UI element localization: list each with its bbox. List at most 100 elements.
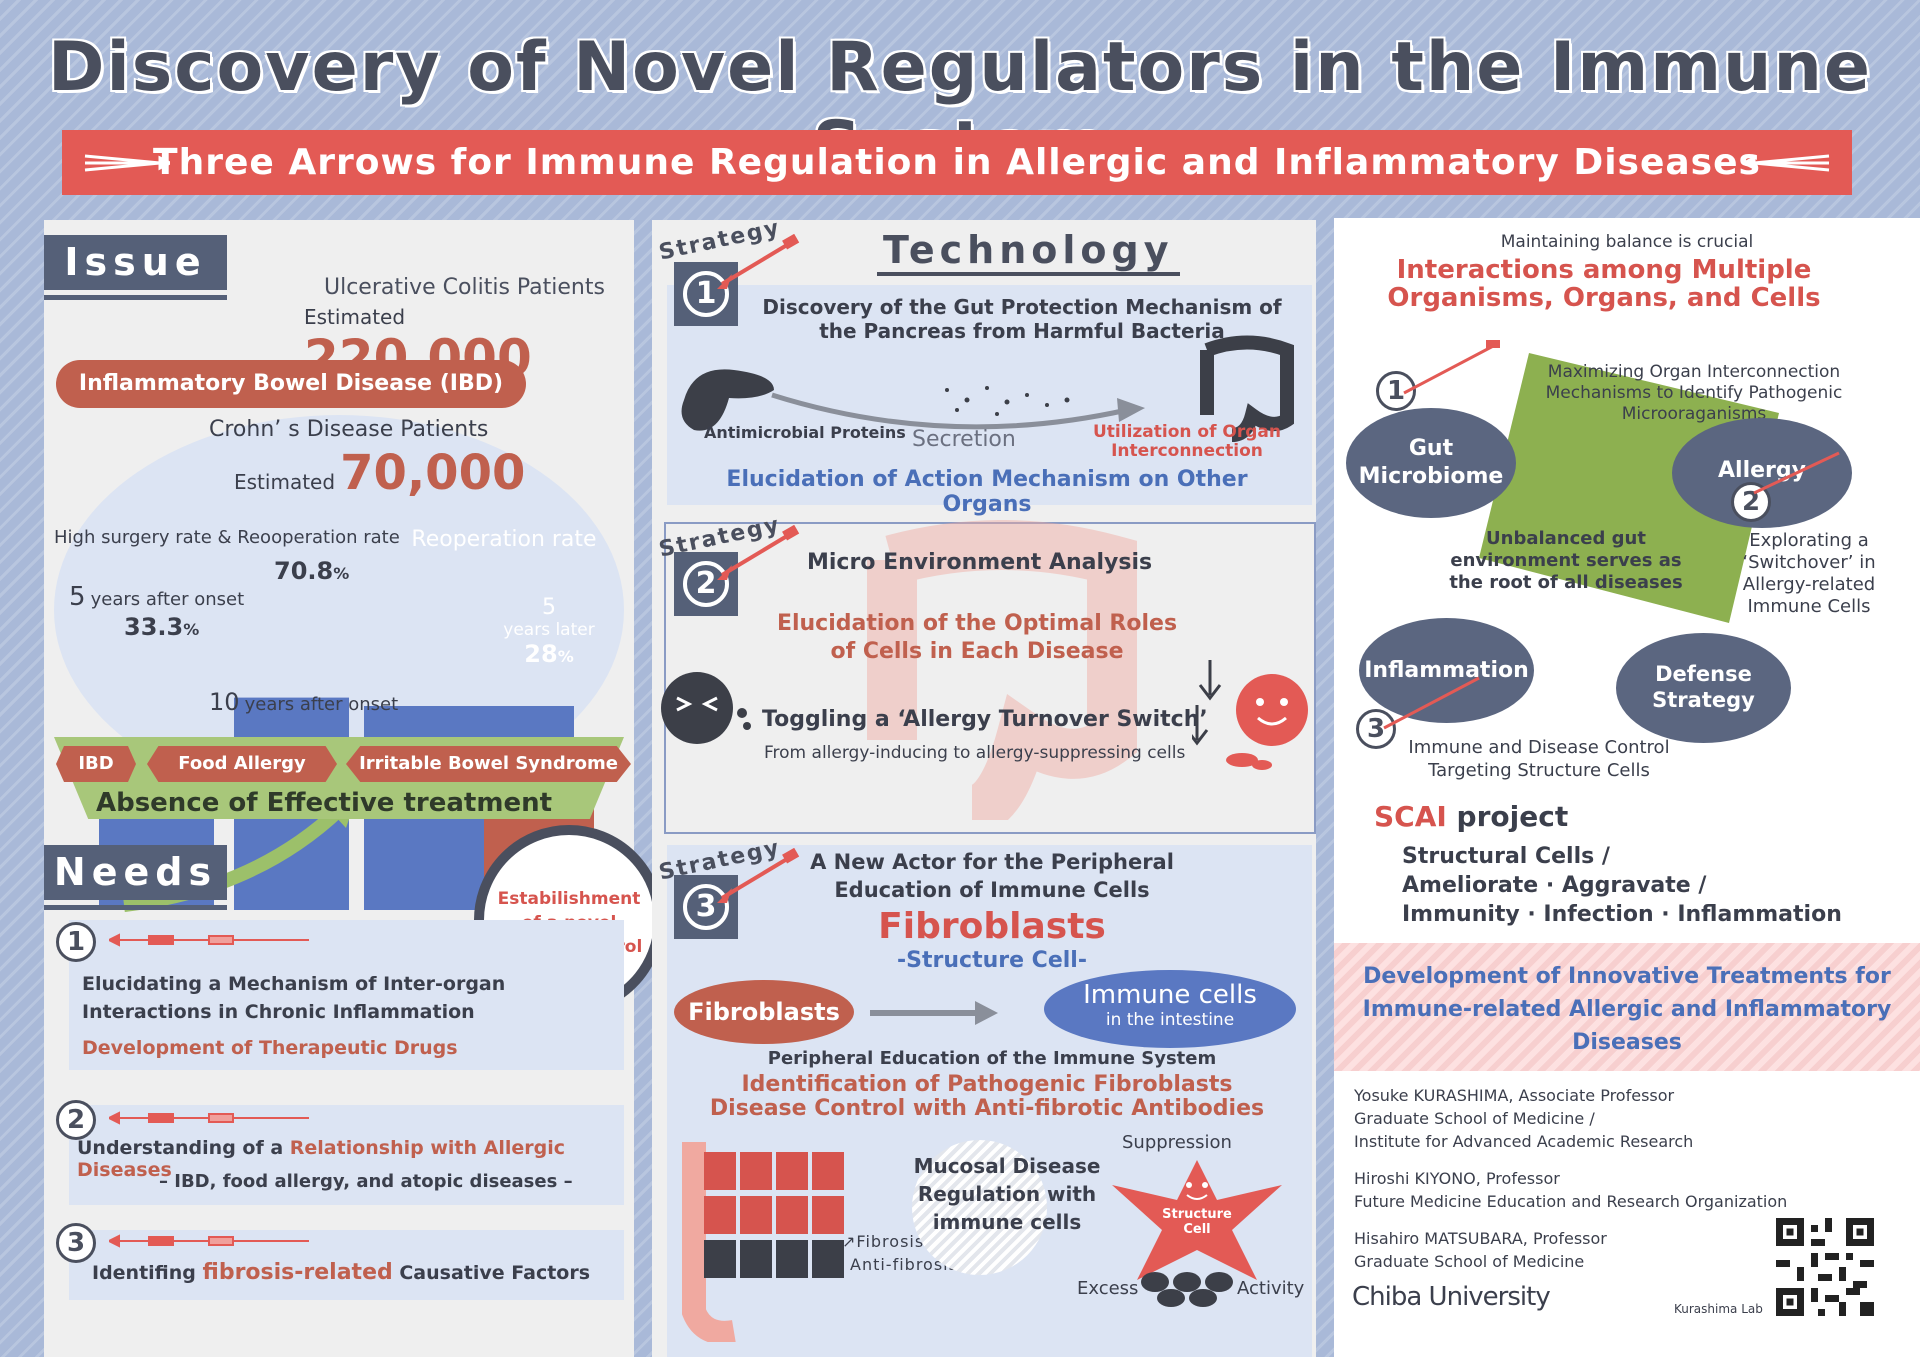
author-3-aff1: Graduate School of Medicine — [1354, 1252, 1585, 1271]
author-1-name: Yosuke KURASHIMA, Associate Professor — [1354, 1086, 1675, 1105]
strategy-2-number: 2 — [683, 561, 729, 607]
elucidation-label: Elucidation of Action Mechanism on Other… — [726, 467, 1248, 517]
strategy-1-number: 1 — [683, 271, 729, 317]
chip-ibs: Irritable Bowel Syndrome — [346, 746, 631, 782]
need-2-number: 2 — [56, 1100, 96, 1140]
reop-5-label: 5 years later 28% — [494, 595, 604, 668]
arrows-icon — [109, 1111, 309, 1125]
strategy-2-badge: 2 — [674, 552, 738, 616]
technology-panel: Technology Strategy 1 Discovery of the G… — [652, 215, 1316, 1357]
issue-needs-panel: Issue Ulcerative Colitis Patients Estima… — [44, 220, 664, 1357]
scai-acronym: Structural Cells / Ameliorate · Aggravat… — [1402, 842, 1842, 929]
in-intestine-label: in the intestine — [1105, 1010, 1235, 1030]
fibrosis-label: ↗Fibrosis — [842, 1232, 925, 1251]
need-1-text: Elucidating a Mechanism of Inter-organ I… — [82, 970, 505, 1062]
crohn-number: 70,000 — [340, 445, 526, 501]
uc-label: Ulcerative Colitis Patients — [324, 275, 605, 300]
crohn-count: Estimated 70,000 — [234, 445, 525, 501]
ten-num: 10 — [209, 688, 240, 716]
suppression-label: Suppression — [1122, 1132, 1232, 1153]
need-3-pre: Identifing — [92, 1262, 203, 1284]
micro-env-label: Micro Environment Analysis — [807, 550, 1153, 575]
arrow-icon — [1383, 676, 1480, 730]
control-label: Disease Control with Anti-fibrotic Antib… — [709, 1096, 1265, 1121]
need-1-line3: Development of Therapeutic Drugs — [82, 1037, 458, 1059]
optimal-roles-label: Elucidation of the Optimal Roles of Cell… — [776, 611, 1178, 664]
new-actor-label: A New Actor for the Peripheral Education… — [810, 850, 1174, 902]
need-3-post: Causative Factors — [392, 1262, 591, 1284]
inflammation-node: Inflammation — [1359, 618, 1534, 723]
arrow-icon — [717, 234, 800, 289]
fibroblasts-pill: Fibroblasts — [674, 980, 854, 1044]
estimated-label: Estimated — [304, 305, 406, 329]
defense-label: Defense Strategy — [1652, 662, 1755, 712]
university-name: Chiba University — [1352, 1282, 1551, 1312]
need-3-text: Identifing fibrosis-related Causative Fa… — [92, 1260, 590, 1285]
author-1-aff1: Graduate School of Medicine / — [1354, 1109, 1595, 1128]
interactions-panel: Maintaining balance is crucial Interacti… — [1334, 218, 1920, 1357]
green-square-icon — [1479, 353, 1779, 623]
reop-text: years later — [503, 620, 595, 640]
five-num: 5 — [69, 582, 86, 612]
structure-cell-star-label: Structure Cell — [1162, 1207, 1232, 1237]
pct-unit: % — [183, 620, 200, 639]
arrows-icon — [1744, 154, 1830, 172]
ibd-pill: Inflammatory Bowel Disease (IBD) — [56, 360, 526, 408]
crohn-label: Crohn’ s Disease Patients — [209, 417, 489, 442]
structure-cell-label: -Structure Cell- — [897, 948, 1087, 973]
arrow-icon — [1753, 451, 1840, 495]
authors-block: Yosuke KURASHIMA, Associate Professor Gr… — [1354, 1084, 1787, 1273]
arrows-icon — [109, 933, 309, 947]
absence-label: Absence of Effective treatment — [95, 788, 553, 818]
qr-code-icon — [1776, 1218, 1874, 1316]
gut-label: Gut Microbiome — [1358, 436, 1504, 489]
activity-label: Activity — [1237, 1278, 1305, 1299]
author-3-name: Hisahiro MATSUBARA, Professor — [1354, 1229, 1607, 1248]
banner-text: Three Arrows for Immune Regulation in Al… — [153, 142, 1761, 183]
chip-food-allergy: Food Allergy — [147, 746, 337, 782]
fibroblast-grid-icon — [682, 1142, 844, 1342]
scai-heading: SCAI project — [1374, 800, 1568, 833]
utilization-label: Utilization of Organ Interconnection — [1092, 422, 1281, 461]
pct-10: 70.8 — [274, 557, 334, 585]
immune-cells-pill: Immune cells in the intestine — [1044, 970, 1296, 1048]
exploring-label: Explorating a ‘Switchover’ in Allergy-re… — [1742, 530, 1876, 617]
pct-unit: % — [333, 564, 350, 583]
reop-pct: 28 — [524, 640, 558, 668]
happy-face-icon — [1192, 660, 1308, 770]
technology-heading: Technology — [877, 228, 1180, 276]
scai-black: project — [1446, 800, 1569, 833]
identification-label: Identification of Pathogenic Fibroblasts — [741, 1072, 1233, 1097]
arrow-icon — [1403, 340, 1500, 395]
needs-tag: Needs — [44, 845, 227, 910]
need-3-number: 3 — [56, 1223, 96, 1263]
arrows-icon — [109, 1234, 309, 1248]
intestine-icon — [1200, 335, 1294, 442]
fibrosis-text: Fibrosis — [856, 1232, 925, 1251]
reop-label: Reoperation rate — [411, 527, 597, 552]
strategy-2-box — [664, 522, 1316, 834]
defense-strategy-node: Defense Strategy — [1616, 633, 1791, 743]
unbalanced-label: Unbalanced gut environment serves as the… — [1449, 528, 1683, 593]
secretion-arrow-icon — [771, 386, 1145, 430]
immune-cells-label: Immune cells — [1083, 980, 1257, 1010]
need-1-line1: Elucidating a Mechanism of Inter-organ — [82, 973, 506, 995]
ten-text: years after onset — [244, 694, 399, 715]
from-to-label: From allergy-inducing to allergy-suppres… — [764, 743, 1186, 763]
peripheral-label: Peripheral Education of the Immune Syste… — [767, 1048, 1217, 1069]
author-1-aff2: Institute for Advanced Academic Research — [1354, 1132, 1694, 1151]
lab-name: Kurashima Lab — [1674, 1302, 1763, 1316]
pct-5-label: 33.3% — [124, 613, 199, 641]
need-2-line2: – IBD, food allergy, and atopic diseases… — [159, 1171, 573, 1192]
scai-red: SCAI — [1374, 800, 1447, 833]
strategy-1-badge: 1 — [674, 262, 738, 326]
pct-unit: % — [557, 647, 574, 666]
mucosal-label: Mucosal Disease Regulation with immune c… — [913, 1154, 1101, 1234]
intestine-bg-icon — [867, 520, 1137, 820]
need-1-line2: Interactions in Chronic Inflammation — [82, 1001, 475, 1023]
maintaining-label: Maintaining balance is crucial — [1500, 232, 1754, 252]
interactions-heading: Interactions among Multiple Organisms, O… — [1387, 255, 1821, 313]
pancreas-icon — [681, 369, 774, 431]
author-2-aff1: Future Medicine Education and Research O… — [1354, 1192, 1788, 1211]
arrow-icon — [717, 848, 800, 903]
